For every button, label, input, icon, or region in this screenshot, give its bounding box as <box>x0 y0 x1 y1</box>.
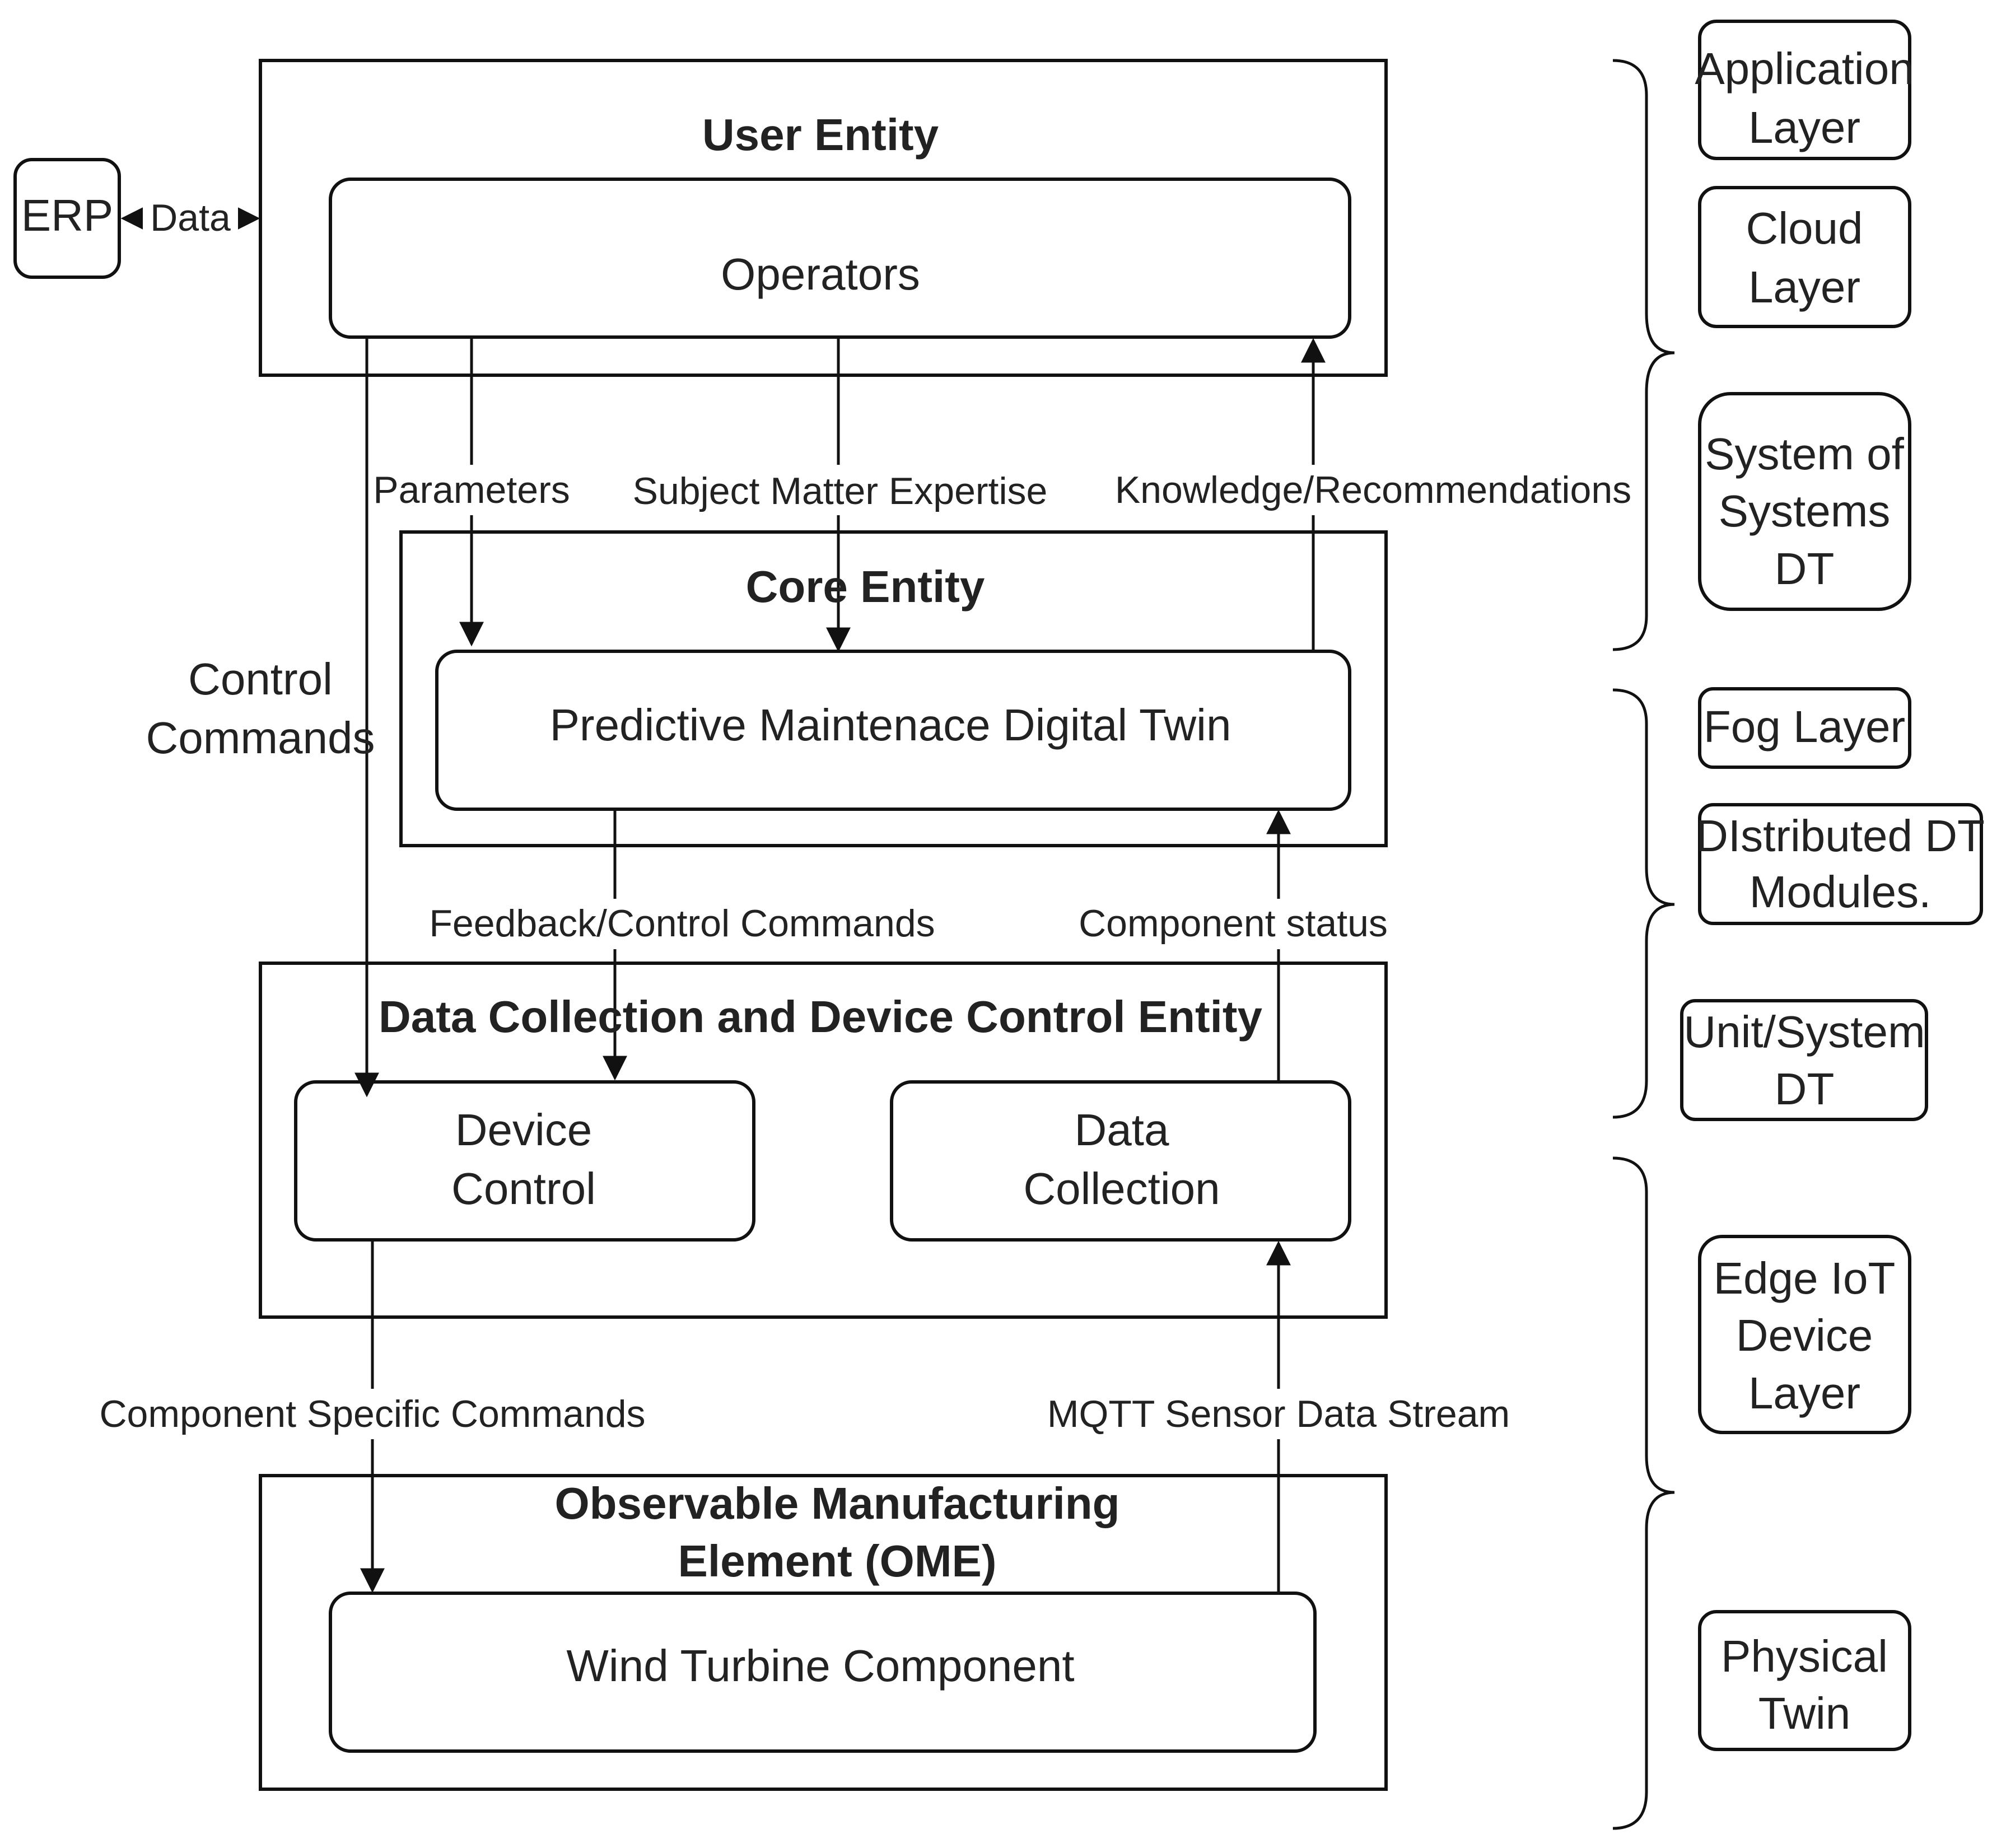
device-control-label-2: Control <box>451 1164 596 1214</box>
component-specific-label: Component Specific Commands <box>99 1393 645 1435</box>
user-entity-title: User Entity <box>702 110 939 160</box>
physical-twin-label-2: Twin <box>1758 1688 1851 1738</box>
parameters-label: Parameters <box>373 469 570 511</box>
ome-title-line-2: Element (OME) <box>678 1536 997 1586</box>
edge-iot-label-3: Layer <box>1748 1368 1860 1418</box>
wind-turbine-component-node <box>329 1592 1317 1753</box>
distributed-label-2: Modules. <box>1750 867 1932 917</box>
cloud-layer-label-1: Cloud <box>1746 203 1863 253</box>
subject-matter-label: Subject Matter Expertise <box>633 470 1048 512</box>
erp-label: ERP <box>21 190 114 240</box>
physical-twin-label-1: Physical <box>1721 1631 1888 1681</box>
core-entity-title: Core Entity <box>746 562 985 612</box>
knowledge-label: Knowledge/Recommendations <box>1115 469 1631 511</box>
component-status-label: Component status <box>1079 902 1388 945</box>
dcdc-entity-title: Data Collection and Device Control Entit… <box>379 992 1263 1042</box>
control-commands-label-1: Control <box>188 654 333 704</box>
application-layer-label-2: Layer <box>1748 102 1860 152</box>
feedback-label-bg <box>423 899 938 949</box>
fog-layer-label: Fog Layer <box>1704 702 1905 752</box>
knowledge-label-bg <box>1106 465 1644 515</box>
cloud-layer-box <box>1698 186 1911 328</box>
data-label: Data <box>150 197 231 239</box>
application-layer-box <box>1698 20 1911 160</box>
upper-brace <box>1612 59 1675 651</box>
fog-layer-box <box>1698 687 1911 769</box>
edge-iot-label-2: Device <box>1736 1310 1873 1360</box>
cloud-layer-label-2: Layer <box>1748 262 1860 312</box>
mqtt-label-bg <box>1042 1389 1518 1439</box>
data-collection-label-2: Collection <box>1023 1164 1220 1214</box>
sos-label-1: System of <box>1705 429 1904 479</box>
unit-system-label-1: Unit/System <box>1683 1007 1925 1057</box>
device-control-label-1: Device <box>455 1105 593 1155</box>
sos-label-3: DT <box>1775 544 1835 594</box>
lower-brace <box>1612 1156 1675 1830</box>
pmdt-label: Predictive Maintenace Digital Twin <box>550 700 1231 750</box>
data-label-bg <box>143 197 238 242</box>
device-control-node <box>294 1080 755 1242</box>
data-collection-node <box>890 1080 1351 1242</box>
pmdt-node <box>435 650 1351 811</box>
subject-matter-label-bg <box>627 465 1053 515</box>
component-specific-label-bg <box>95 1389 655 1439</box>
mqtt-label: MQTT Sensor Data Stream <box>1047 1393 1510 1435</box>
data-collection-label-1: Data <box>1075 1105 1169 1155</box>
sos-dt-box <box>1698 392 1911 611</box>
control-commands-label-2: Commands <box>146 713 375 763</box>
operators-node <box>329 178 1351 339</box>
distributed-label-1: DIstributed DT <box>1696 811 1985 861</box>
distributed-dt-box <box>1698 803 1983 925</box>
wind-turbine-component-label: Wind Turbine Component <box>566 1641 1074 1691</box>
sos-label-2: Systems <box>1719 486 1891 536</box>
unit-system-dt-box <box>1680 999 1928 1121</box>
parameters-label-bg <box>370 465 577 515</box>
edge-iot-label-1: Edge IoT <box>1714 1253 1896 1303</box>
erp-node <box>13 158 121 279</box>
operators-label: Operators <box>721 249 920 299</box>
physical-twin-box <box>1698 1610 1911 1751</box>
unit-system-label-2: DT <box>1775 1064 1835 1114</box>
edge-iot-box <box>1698 1235 1911 1434</box>
feedback-label: Feedback/Control Commands <box>429 902 935 945</box>
ome-title-line-1: Observable Manufacturing <box>554 1478 1119 1528</box>
middle-brace <box>1612 688 1675 1119</box>
application-layer-label-1: Application <box>1695 44 1914 94</box>
component-status-label-bg <box>1072 899 1394 949</box>
